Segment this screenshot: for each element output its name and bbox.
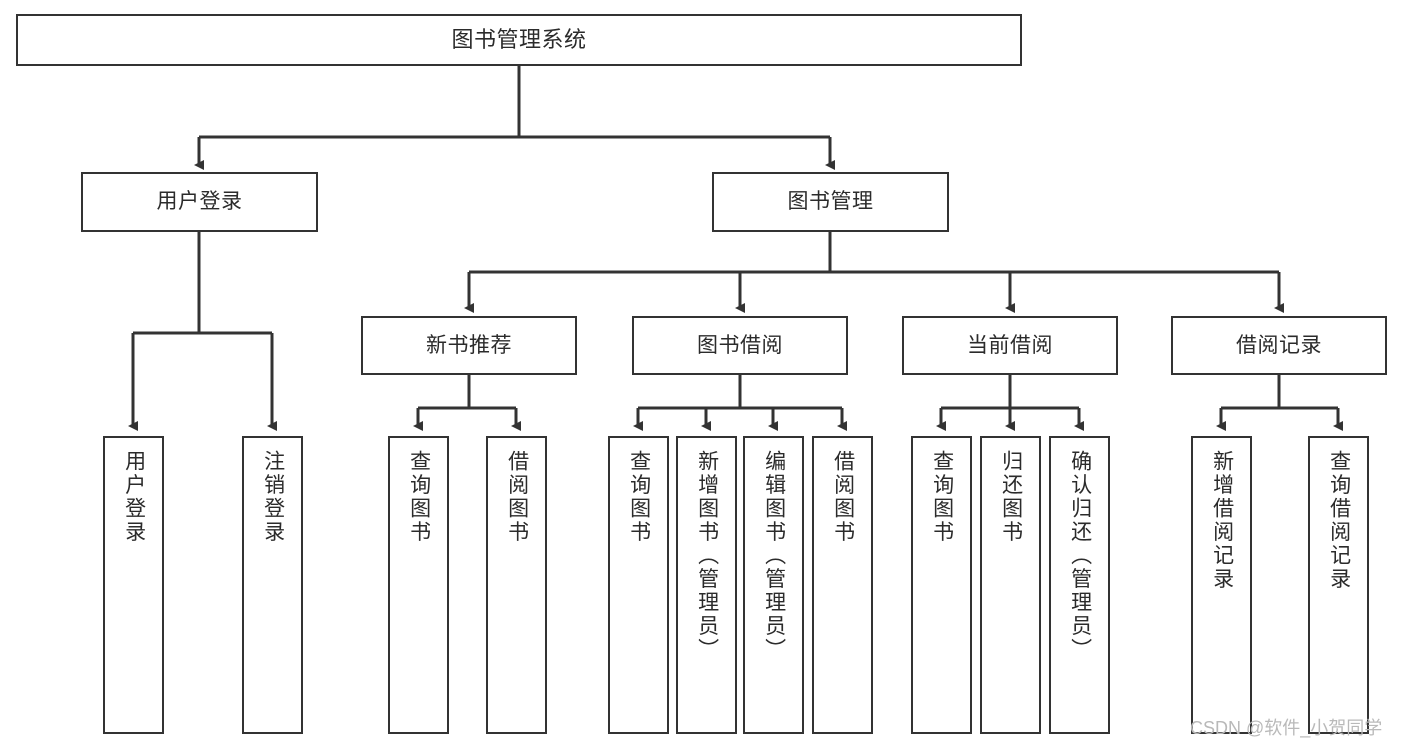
node-leaf-confirm-return-label: 确认归还（管理员） <box>1068 450 1092 662</box>
node-book-manage-label: 图书管理 <box>787 190 874 214</box>
node-leaf-query-book-2[interactable]: 查询图书 <box>608 436 669 734</box>
node-leaf-confirm-return[interactable]: 确认归还（管理员） <box>1049 436 1110 734</box>
node-leaf-logout[interactable]: 注销登录 <box>242 436 303 734</box>
node-leaf-query-book-3[interactable]: 查询图书 <box>911 436 972 734</box>
node-current-borrow-label: 当前借阅 <box>967 333 1053 357</box>
node-borrow-record[interactable]: 借阅记录 <box>1171 316 1387 375</box>
node-leaf-user-login[interactable]: 用户登录 <box>103 436 164 734</box>
node-leaf-edit-book-label: 编辑图书（管理员） <box>762 450 786 662</box>
node-current-borrow[interactable]: 当前借阅 <box>902 316 1118 375</box>
node-leaf-add-record[interactable]: 新增借阅记录 <box>1191 436 1252 734</box>
node-leaf-add-book-label: 新增图书（管理员） <box>695 450 719 662</box>
node-root[interactable]: 图书管理系统 <box>16 14 1022 66</box>
node-book-manage[interactable]: 图书管理 <box>712 172 949 232</box>
csdn-watermark: CSDN @软件_小贺同学 <box>1190 718 1383 738</box>
node-leaf-query-book-1-label: 查询图书 <box>407 450 431 544</box>
node-new-book-recommend[interactable]: 新书推荐 <box>361 316 577 375</box>
node-leaf-borrow-book-2-label: 借阅图书 <box>831 450 855 544</box>
node-user-login[interactable]: 用户登录 <box>81 172 318 232</box>
node-book-borrow[interactable]: 图书借阅 <box>632 316 848 375</box>
node-root-label: 图书管理系统 <box>451 27 587 53</box>
node-leaf-query-record-label: 查询借阅记录 <box>1327 450 1351 591</box>
node-leaf-return-book-label: 归还图书 <box>999 450 1023 544</box>
node-leaf-return-book[interactable]: 归还图书 <box>980 436 1041 734</box>
node-leaf-query-book-2-label: 查询图书 <box>627 450 651 544</box>
node-leaf-logout-label: 注销登录 <box>261 450 285 544</box>
node-leaf-query-book-1[interactable]: 查询图书 <box>388 436 449 734</box>
node-leaf-edit-book[interactable]: 编辑图书（管理员） <box>743 436 804 734</box>
node-leaf-add-record-label: 新增借阅记录 <box>1210 450 1234 591</box>
node-leaf-borrow-book-2[interactable]: 借阅图书 <box>812 436 873 734</box>
node-user-login-label: 用户登录 <box>156 190 243 214</box>
node-leaf-query-record[interactable]: 查询借阅记录 <box>1308 436 1369 734</box>
node-leaf-borrow-book-1[interactable]: 借阅图书 <box>486 436 547 734</box>
node-leaf-query-book-3-label: 查询图书 <box>930 450 954 544</box>
node-book-borrow-label: 图书借阅 <box>697 333 783 357</box>
node-borrow-record-label: 借阅记录 <box>1236 333 1322 357</box>
node-leaf-user-login-label: 用户登录 <box>122 450 146 544</box>
node-leaf-borrow-book-1-label: 借阅图书 <box>505 450 529 544</box>
node-new-book-recommend-label: 新书推荐 <box>426 333 512 357</box>
node-leaf-add-book[interactable]: 新增图书（管理员） <box>676 436 737 734</box>
